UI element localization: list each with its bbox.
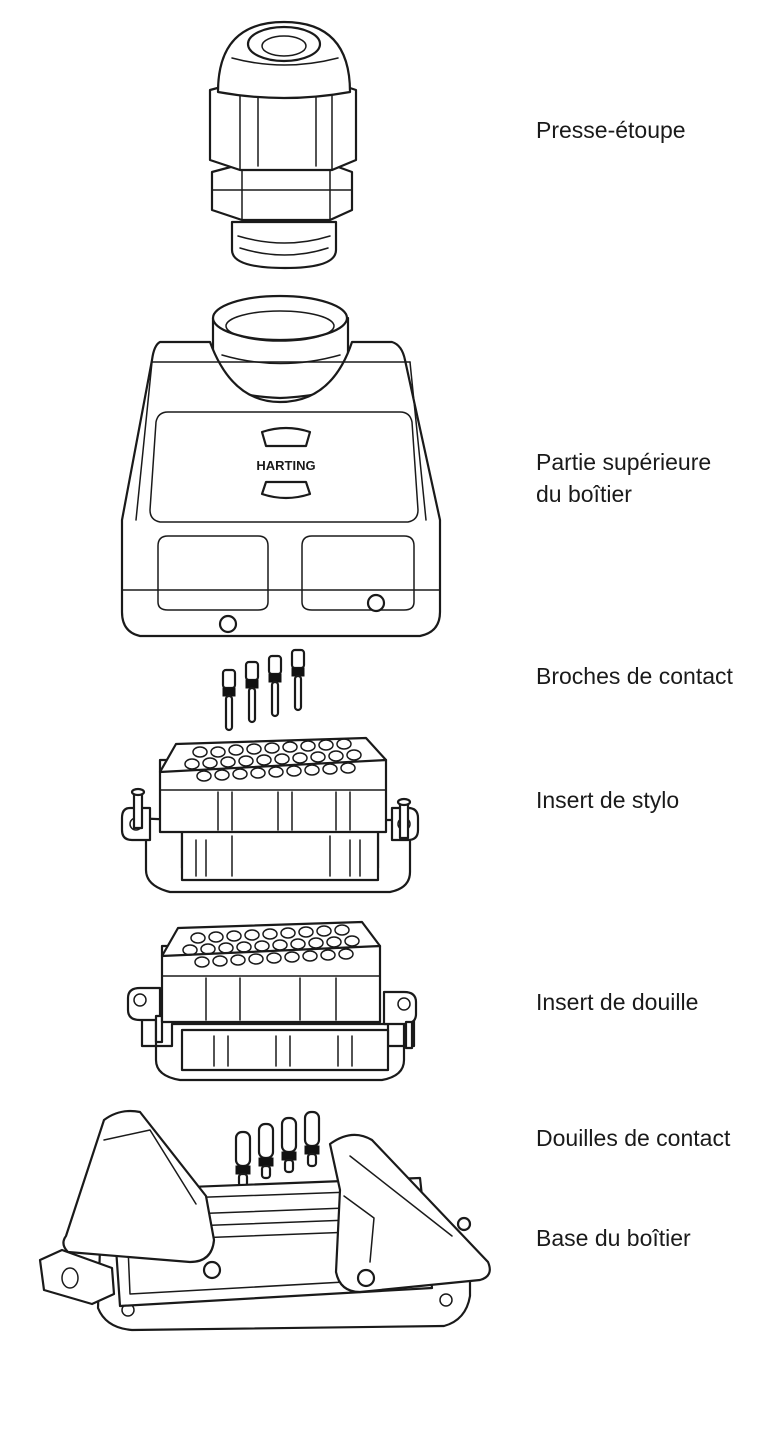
label-cable-gland: Presse-étoupe (536, 117, 686, 143)
label-female-contacts: Douilles de contact (536, 1125, 731, 1151)
male-insert (120, 736, 420, 894)
hood: HARTING (120, 294, 442, 638)
label-hood-line1: Partie supérieure (536, 449, 712, 475)
label-female-insert: Insert de douille (536, 989, 699, 1015)
label-housing-base: Base du boîtier (536, 1225, 691, 1251)
label-male-contacts: Broches de contact (536, 663, 733, 689)
female-insert-sockets (182, 924, 360, 968)
housing-base (38, 1109, 491, 1332)
female-contact-sockets (234, 1110, 321, 1188)
brand-logo-text: HARTING (256, 458, 315, 473)
male-insert-holes (184, 738, 362, 782)
female-insert (126, 920, 418, 1082)
cable-gland (208, 20, 358, 270)
male-contact-pins (221, 648, 306, 732)
label-hood: Partie supérieure du boîtier (536, 446, 711, 510)
label-male-insert: Insert de stylo (536, 787, 680, 813)
label-hood-line2: du boîtier (536, 481, 632, 507)
